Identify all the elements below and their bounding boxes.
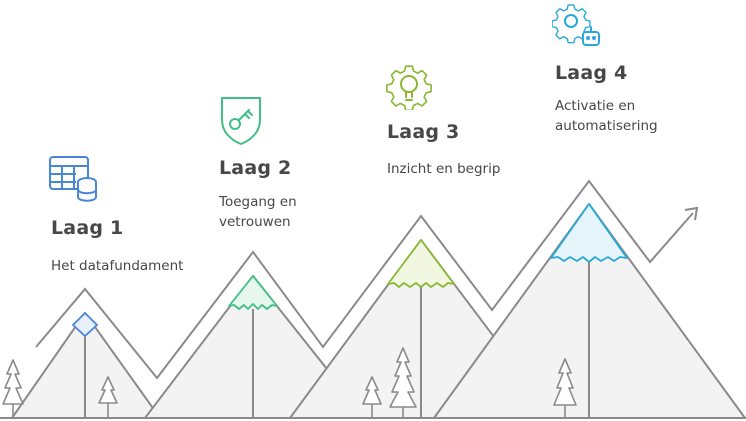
- database-table-icon: [49, 156, 97, 202]
- tree-icon: [362, 376, 382, 418]
- layer-2-description: Toegang en vetrouwen: [219, 194, 297, 230]
- layer-4-title: Laag 4: [555, 62, 628, 84]
- gear-robot-icon: [552, 4, 600, 46]
- snow-cap-4: [550, 203, 628, 263]
- layer-2-title: Laag 2: [219, 157, 292, 179]
- tree-icon: [98, 376, 118, 418]
- tree-icon: [389, 347, 417, 418]
- tree-icon: [553, 358, 577, 418]
- shield-key-icon: [221, 97, 261, 145]
- layer-3-description: Inzicht en begrip: [387, 161, 501, 177]
- arrow-head-icon: [684, 206, 699, 221]
- layer-4-description: Activatie en automatisering: [555, 98, 658, 134]
- layer-3-title: Laag 3: [387, 121, 460, 143]
- layer-1-title: Laag 1: [51, 217, 124, 239]
- growth-ridge-line: [35, 179, 694, 380]
- gear-bulb-icon: [386, 65, 432, 110]
- layer-1-description: Het datafundament: [51, 258, 184, 274]
- tree-icon: [2, 359, 24, 418]
- snow-cap-2: [228, 275, 278, 310]
